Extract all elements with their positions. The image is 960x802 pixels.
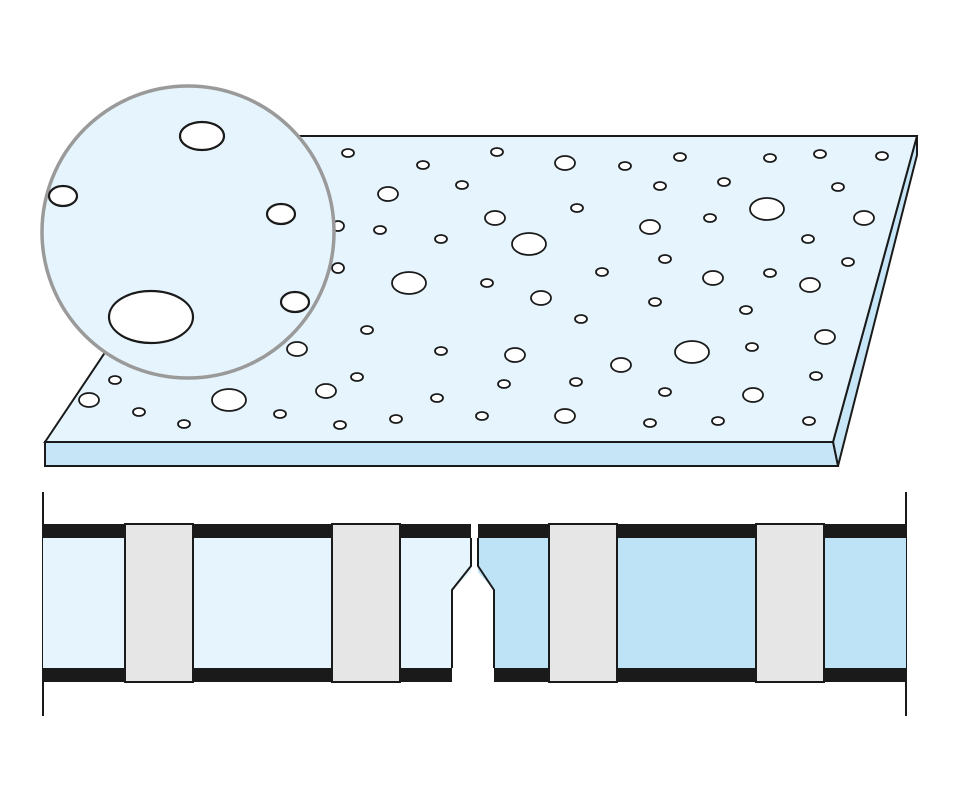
perforation-hole <box>648 297 662 307</box>
perforation-hole <box>739 305 753 315</box>
perforation-hole <box>763 268 777 278</box>
perforation-hole <box>373 225 387 235</box>
perforation-hole <box>430 393 444 403</box>
section-insert <box>755 523 825 683</box>
perforation-hole <box>360 325 374 335</box>
section-insert <box>331 523 401 683</box>
perforation-hole <box>475 411 489 421</box>
perforation-hole <box>841 257 855 267</box>
perforation-hole <box>416 160 430 170</box>
perforation-hole <box>78 392 100 408</box>
perforation-hole <box>504 347 526 363</box>
perforation-hole <box>742 387 764 403</box>
perforation-hole <box>331 262 345 274</box>
perforation-hole <box>490 147 504 157</box>
perforation-hole <box>273 409 287 419</box>
perforation-hole <box>853 210 875 226</box>
perforation-hole <box>658 387 672 397</box>
perforation-hole <box>595 267 609 277</box>
perforation-hole <box>554 408 576 424</box>
perforation-hole <box>673 152 687 162</box>
perforation-hole <box>831 182 845 192</box>
perforation-hole <box>745 342 759 352</box>
perforation-hole <box>554 155 576 171</box>
perforation-hole <box>639 219 661 235</box>
joint-edge-right <box>477 538 495 668</box>
perforation-hole <box>749 197 785 221</box>
perforation-hole <box>389 414 403 424</box>
perforation-hole <box>497 379 511 389</box>
perforation-hole <box>350 372 364 382</box>
magnified-holes <box>47 120 311 345</box>
perforation-hole <box>763 153 777 163</box>
perforation-hole <box>480 278 494 288</box>
perforation-hole <box>484 210 506 226</box>
joint-edge-left <box>451 538 472 668</box>
perforation-hole <box>658 254 672 264</box>
perforation-hole <box>341 148 355 158</box>
perforation-hole <box>434 234 448 244</box>
perforation-hole <box>569 377 583 387</box>
perforation-hole <box>455 180 469 190</box>
magnified-perforation-hole <box>47 184 79 208</box>
section-insert <box>124 523 194 683</box>
perforation-hole <box>711 416 725 426</box>
perforation-hole <box>177 419 191 429</box>
perforation-hole <box>801 234 815 244</box>
perforation-hole <box>108 375 122 385</box>
perforation-hole <box>703 213 717 223</box>
perforation-hole <box>618 161 632 171</box>
section-core-right <box>478 538 906 668</box>
perforation-hole <box>653 181 667 191</box>
joint-gap <box>452 538 494 668</box>
perforation-hole <box>511 232 547 256</box>
perforation-hole <box>674 340 710 364</box>
magnified-detail <box>40 84 336 380</box>
perforation-hole <box>574 314 588 324</box>
perforation-hole <box>643 418 657 428</box>
top-face-left <box>43 524 471 538</box>
perforation-hole <box>333 420 347 430</box>
perforation-hole <box>813 149 827 159</box>
perforation-hole <box>391 271 427 295</box>
perforation-hole <box>799 277 821 293</box>
perforation-hole <box>717 177 731 187</box>
perforation-hole <box>814 329 836 345</box>
magnified-perforation-hole <box>107 289 195 345</box>
perforation-hole <box>570 203 584 213</box>
top-face-right <box>478 524 906 538</box>
perforation-hole <box>211 388 247 412</box>
perforation-hole <box>802 416 816 426</box>
magnified-perforation-hole <box>265 202 297 226</box>
magnified-perforation-hole <box>279 290 311 314</box>
section-core-left <box>43 538 471 668</box>
cross-section <box>42 492 907 716</box>
perforation-hole <box>875 151 889 161</box>
perforation-hole <box>702 270 724 286</box>
perforation-hole <box>809 371 823 381</box>
perforation-hole <box>610 357 632 373</box>
perforation-hole <box>434 346 448 356</box>
panel-perforation-holes <box>78 147 889 430</box>
perforation-hole <box>132 407 146 417</box>
perforation-hole <box>377 186 399 202</box>
perforation-hole <box>530 290 552 306</box>
perforation-hole <box>315 383 337 399</box>
perforation-hole <box>286 341 308 357</box>
panel-front-edge <box>44 441 840 467</box>
magnified-perforation-hole <box>178 120 226 152</box>
section-insert <box>548 523 618 683</box>
